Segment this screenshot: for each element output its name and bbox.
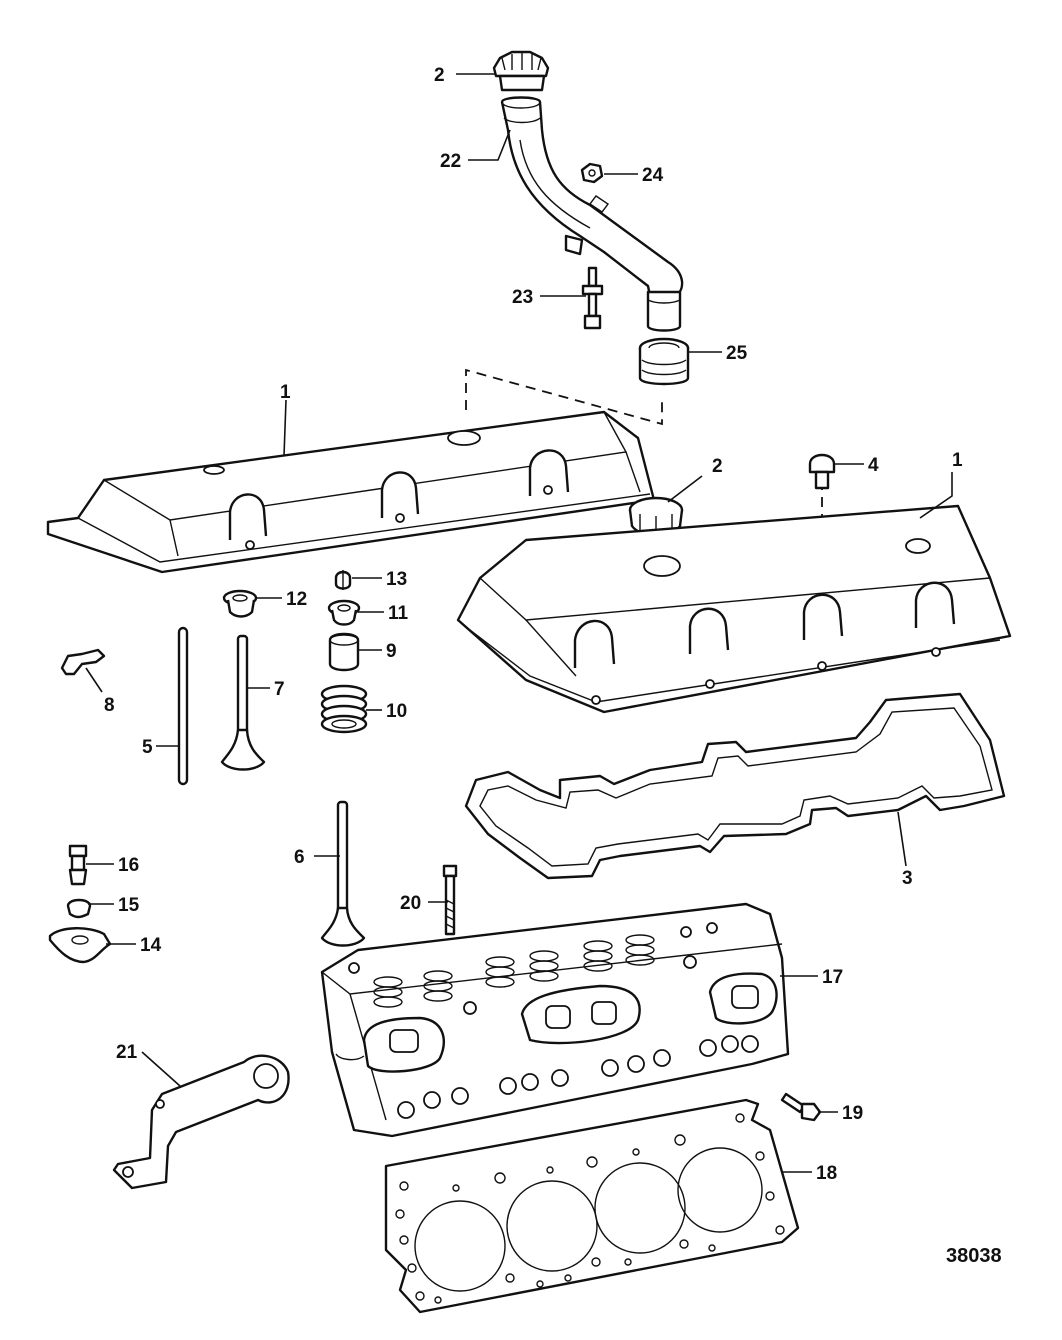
callout-11: 11 bbox=[388, 603, 409, 624]
rocker-arm-stud bbox=[68, 844, 88, 886]
cylinder-head bbox=[320, 902, 790, 1138]
alignment-dashes-left-cover bbox=[465, 368, 663, 426]
breather-tube bbox=[500, 96, 684, 332]
callout-16: 16 bbox=[118, 855, 139, 876]
rocker-cover-gasket bbox=[464, 692, 1006, 880]
cylinder-head-gasket bbox=[384, 1098, 800, 1314]
oil-filler-cap-top bbox=[492, 50, 550, 92]
callout-1-left: 1 bbox=[280, 382, 291, 403]
callout-24: 24 bbox=[642, 165, 664, 186]
callout-5: 5 bbox=[142, 737, 153, 758]
callout-21: 21 bbox=[116, 1042, 138, 1063]
valve-key bbox=[334, 570, 352, 590]
stud-bolt bbox=[581, 266, 604, 330]
rocker-arm-ball bbox=[66, 898, 92, 919]
callout-25: 25 bbox=[726, 343, 748, 364]
callout-1-right: 1 bbox=[952, 450, 963, 471]
cover-bolt bbox=[808, 453, 836, 490]
callout-12: 12 bbox=[286, 589, 307, 610]
callout-3: 3 bbox=[902, 868, 913, 889]
exhaust-valve bbox=[320, 800, 366, 947]
callout-15: 15 bbox=[118, 895, 140, 916]
callout-2-right: 2 bbox=[712, 456, 723, 477]
callout-7: 7 bbox=[274, 679, 285, 700]
valve-rotator-cap bbox=[222, 589, 258, 618]
callout-10: 10 bbox=[386, 701, 407, 722]
callout-17: 17 bbox=[822, 967, 843, 988]
callout-13: 13 bbox=[386, 569, 407, 590]
rocker-cover-right bbox=[456, 504, 1012, 714]
callout-22: 22 bbox=[440, 151, 461, 172]
valve-stem-seal bbox=[328, 632, 360, 672]
rocker-cover-left bbox=[46, 410, 656, 574]
callout-6: 6 bbox=[294, 847, 305, 868]
callout-14: 14 bbox=[140, 935, 162, 956]
push-rod-guide bbox=[60, 648, 106, 676]
callout-9: 9 bbox=[386, 641, 397, 662]
bracket-bolt bbox=[780, 1092, 822, 1122]
cylinder-head-bolt bbox=[442, 864, 458, 936]
callout-8: 8 bbox=[104, 695, 115, 716]
intake-valve bbox=[220, 634, 266, 771]
push-rod bbox=[177, 626, 189, 786]
reference-number: 38038 bbox=[946, 1245, 1002, 1267]
callout-labels: 2 22 24 23 25 1 2 4 1 13 12 11 9 10 7 8 … bbox=[104, 65, 963, 1184]
breather-grommet bbox=[638, 337, 690, 386]
callout-23: 23 bbox=[512, 287, 533, 308]
valve-spring-retainer bbox=[327, 599, 361, 626]
callout-19: 19 bbox=[842, 1103, 863, 1124]
lifting-bracket bbox=[112, 1054, 290, 1190]
breather-nut bbox=[580, 162, 604, 184]
rocker-arm bbox=[48, 927, 112, 964]
callout-4: 4 bbox=[868, 455, 879, 476]
valve-spring bbox=[320, 684, 368, 734]
callout-2-top: 2 bbox=[434, 65, 445, 86]
leader-lines bbox=[85, 73, 953, 1173]
callout-20: 20 bbox=[400, 893, 421, 914]
callout-18: 18 bbox=[816, 1163, 837, 1184]
